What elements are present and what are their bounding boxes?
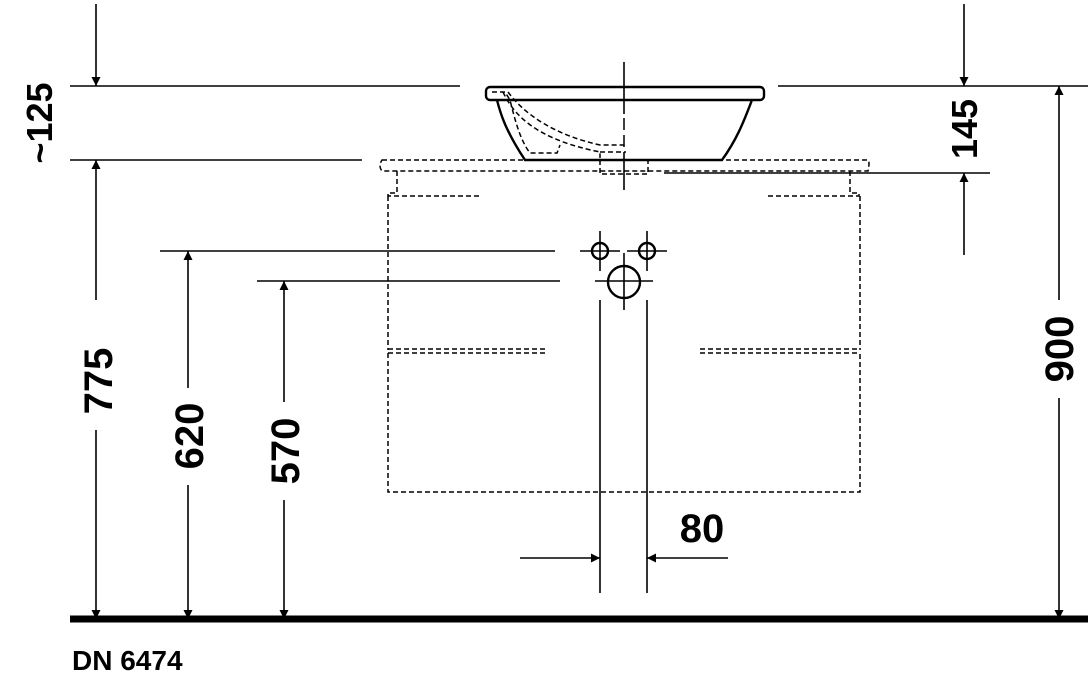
dim-label-total-height: 900 <box>1038 316 1082 383</box>
supply-left-icon <box>580 231 620 271</box>
supply-right-icon <box>627 231 667 271</box>
counter-brackets <box>387 171 860 197</box>
dimension-basin-above-counter: ~125 <box>19 4 460 300</box>
dim-label-drain-pipe-width: 80 <box>680 507 725 551</box>
basin <box>484 85 766 162</box>
drain-icon <box>595 253 653 310</box>
dim-label-supply-height: 620 <box>168 403 212 470</box>
dim-label-counter-height: 775 <box>77 348 121 415</box>
dimension-counter-height: 775 <box>77 348 121 619</box>
dimension-drain-height: 570 <box>257 280 560 619</box>
dim-label-drain-height: 570 <box>264 418 308 485</box>
dimension-supply-height: 620 <box>160 250 555 619</box>
dimension-basin-height: 145 <box>664 4 1088 255</box>
dimension-total-height: 900 <box>1038 86 1082 619</box>
model-label: DN 6474 <box>72 645 183 676</box>
dim-label-basin-height: 145 <box>944 99 985 159</box>
drain-pipe <box>599 300 648 593</box>
countertop <box>379 159 870 175</box>
dimension-drain-pipe-width: 80 <box>520 507 728 563</box>
vanity-cabinet <box>387 196 861 493</box>
dim-label-basin-above-counter: ~125 <box>19 82 60 163</box>
